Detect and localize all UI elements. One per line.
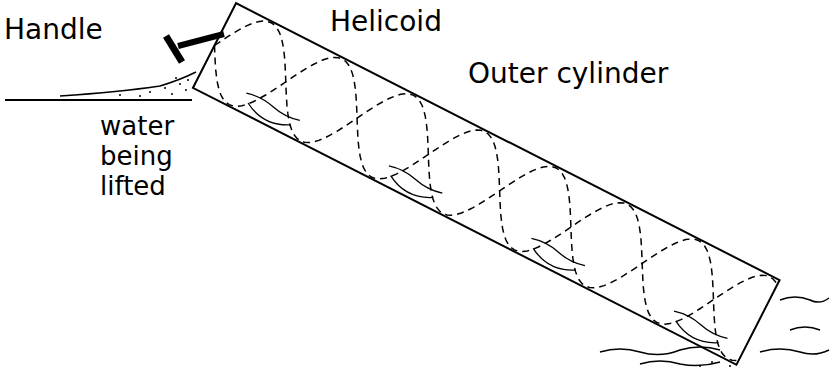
screw-body <box>193 3 780 365</box>
helicoid-curve <box>194 5 777 363</box>
water-surface <box>600 297 829 366</box>
helicoid-curve <box>194 5 777 363</box>
water-pocket <box>382 164 443 206</box>
water-droplets <box>119 77 189 97</box>
part-label: water being lifted <box>100 112 174 202</box>
water-pocket <box>667 309 728 351</box>
ground-line <box>5 99 192 101</box>
water-dots <box>699 361 731 367</box>
outer-cylinder <box>193 3 780 365</box>
part-label: Handle <box>4 14 103 46</box>
spilled-water <box>60 72 196 96</box>
part-label: Outer cylinder <box>468 58 668 90</box>
water-pocket <box>240 91 301 133</box>
part-label: Helicoid <box>330 6 442 38</box>
handle-grip <box>166 36 182 62</box>
water-pocket <box>525 237 586 279</box>
